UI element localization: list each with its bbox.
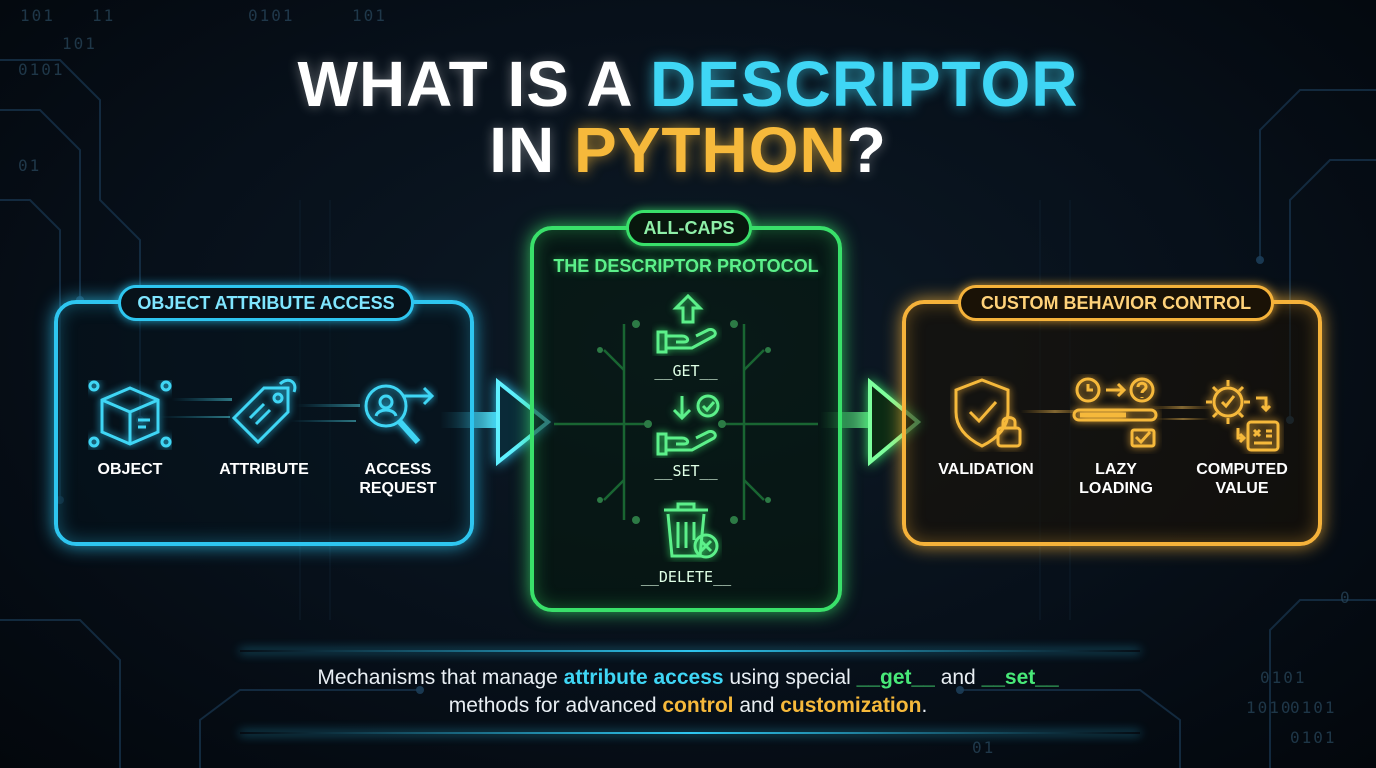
clock-progress-icon: [1072, 377, 1158, 448]
trash-x-icon: [664, 502, 719, 559]
page-title-line2: IN PYTHON?: [0, 114, 1376, 186]
computed-label-line2: VALUE: [1215, 480, 1269, 497]
panel-heading-left: OBJECT ATTRIBUTE ACCESS: [118, 285, 414, 321]
desc-text: and: [934, 666, 982, 689]
protocol-get-label: __GET__: [654, 362, 718, 380]
binary-decoration: 0101: [1290, 728, 1337, 747]
magnifier-icon: [364, 384, 435, 445]
binary-decoration: 0101: [1260, 668, 1307, 687]
title-prefix: WHAT IS A: [297, 48, 632, 120]
binary-decoration: 01: [972, 738, 996, 757]
title-question-mark: ?: [846, 114, 887, 186]
description-line2: methods for advanced control and customi…: [0, 692, 1376, 720]
left-item-access-request-label: ACCESS REQUEST: [328, 460, 468, 498]
protocol-set-label: __SET__: [654, 462, 718, 480]
panel-tag-middle: ALL-CAPS: [626, 210, 752, 246]
desc-highlight-control: control: [662, 694, 734, 717]
binary-decoration: 11: [92, 6, 116, 25]
binary-decoration: 01: [18, 156, 42, 175]
title-prefix-in: IN: [489, 114, 556, 186]
description-line1: Mechanisms that manage attribute access …: [0, 664, 1376, 692]
hand-check-icon: [656, 394, 720, 456]
binary-decoration: 1010: [1246, 698, 1293, 717]
desc-text: methods for advanced: [448, 694, 663, 717]
binary-decoration: 0101: [248, 6, 295, 25]
binary-decoration: 0101: [1290, 698, 1337, 717]
protocol-delete-label: __DELETE__: [640, 568, 732, 586]
panel-heading-right: CUSTOM BEHAVIOR CONTROL: [958, 285, 1274, 321]
lazy-label-line2: LOADING: [1079, 480, 1153, 497]
computed-label-line1: COMPUTED: [1196, 461, 1288, 478]
access-label-line2: REQUEST: [359, 480, 437, 497]
gear-calculator-icon: [1206, 380, 1280, 452]
tag-icon: [231, 378, 297, 445]
access-label-line1: ACCESS: [364, 461, 432, 478]
desc-text: using special: [723, 666, 857, 689]
binary-decoration: 101: [62, 34, 97, 53]
bottom-glow-divider: [240, 732, 1140, 734]
desc-highlight-get: __get__: [856, 666, 935, 689]
panel-heading-middle: THE DESCRIPTOR PROTOCOL: [553, 256, 819, 276]
binary-decoration: 101: [352, 6, 387, 25]
arrow-to-protocol: [496, 377, 552, 467]
binary-decoration: 101: [20, 6, 55, 25]
top-glow-divider: [240, 650, 1140, 652]
title-highlight-descriptor: DESCRIPTOR: [650, 48, 1079, 120]
desc-text: and: [733, 694, 781, 717]
lazy-label-line1: LAZY: [1095, 461, 1137, 478]
right-item-validation-label: VALIDATION: [938, 461, 1034, 478]
desc-highlight-customization: customization: [780, 694, 922, 717]
desc-text: Mechanisms that manage: [317, 666, 564, 689]
desc-text: .: [921, 694, 928, 717]
left-item-attribute-label: ATTRIBUTE: [219, 461, 309, 478]
hand-up-arrow-icon: [656, 293, 717, 354]
shield-lock-icon: [954, 378, 1022, 448]
binary-decoration: 0: [1340, 588, 1352, 607]
left-item-object-label: OBJECT: [97, 461, 163, 478]
cube-icon: [88, 380, 172, 448]
title-highlight-python: PYTHON: [574, 114, 847, 186]
desc-highlight-attribute-access: attribute access: [563, 666, 724, 689]
binary-decoration: 0101: [18, 60, 65, 79]
page-title-line1: WHAT IS A DESCRIPTOR: [0, 48, 1376, 120]
desc-highlight-set: __set__: [981, 666, 1059, 689]
right-item-lazy-loading-label: LAZY LOADING: [1046, 460, 1186, 498]
right-item-computed-value-label: COMPUTED VALUE: [1172, 460, 1312, 498]
